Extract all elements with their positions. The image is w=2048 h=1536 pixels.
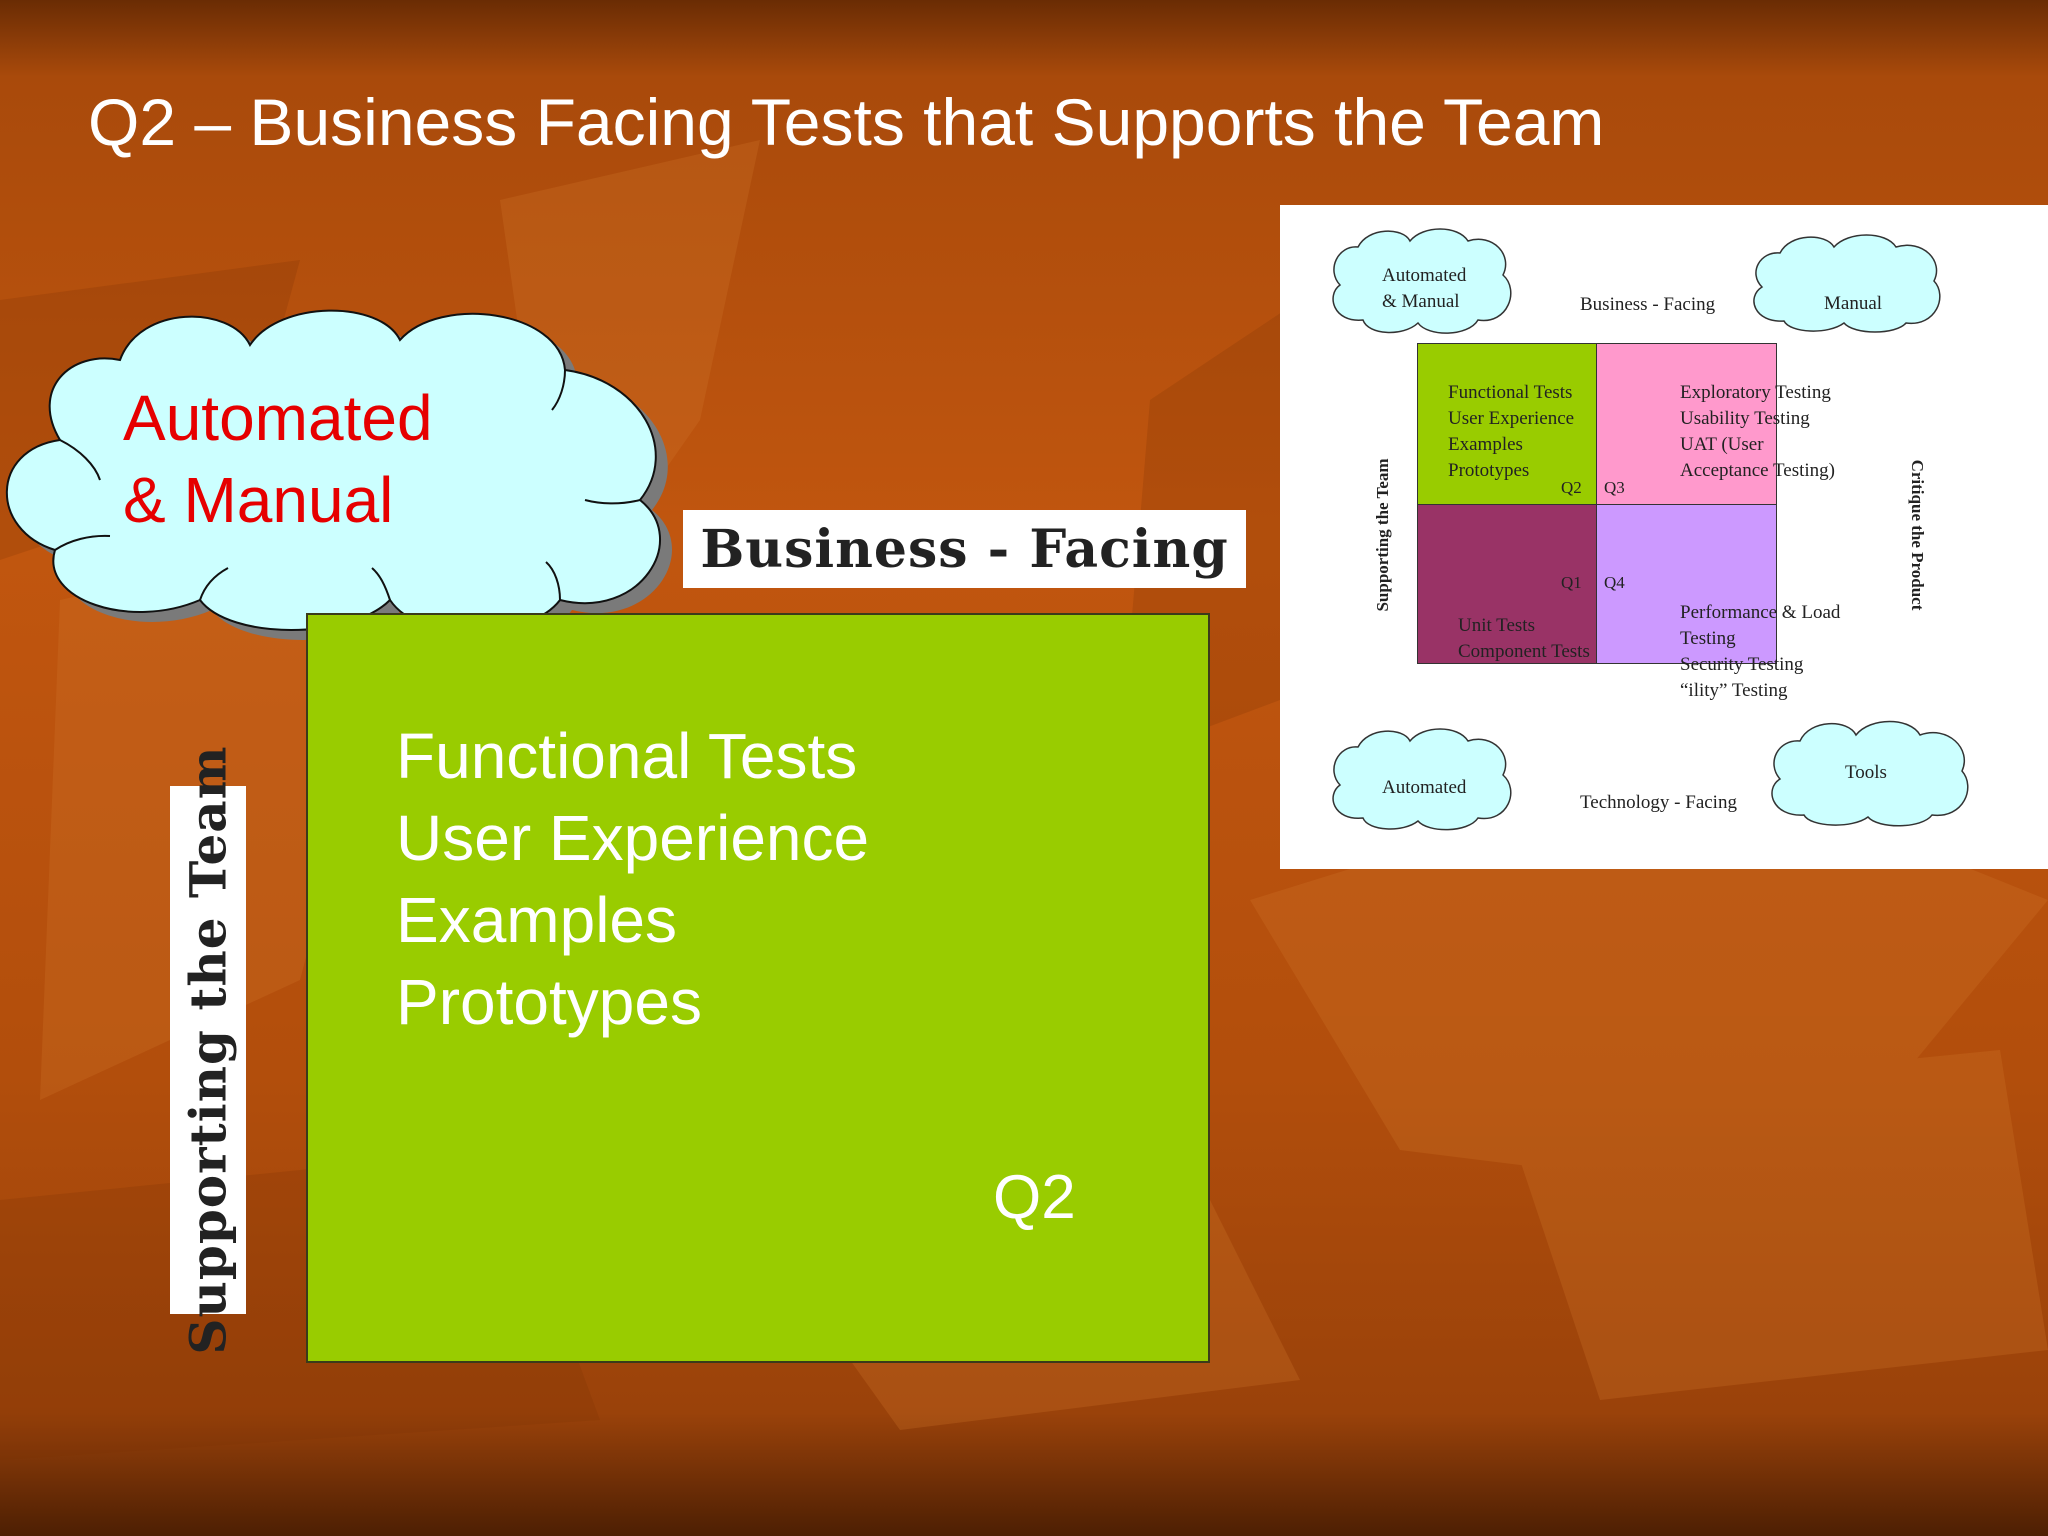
mini-q3-line: UAT (User [1680, 434, 1764, 455]
mini-q1-line: Unit Tests [1458, 615, 1535, 636]
q2-tag: Q2 [993, 1163, 1076, 1232]
mini-q4-line: Security Testing [1680, 654, 1804, 675]
mini-cloud-text-top-left: Automated & Manual [1382, 263, 1466, 315]
mini-q4-line: Performance & Load [1680, 602, 1841, 623]
mini-right-axis-label: Critique the Product [1908, 459, 1927, 611]
mini-cloud-bottom-left [1332, 728, 1512, 831]
mini-q2-line: Examples [1448, 434, 1523, 455]
mini-cloud-top-right [1753, 234, 1941, 333]
q2-quadrant-box [306, 613, 1210, 1363]
mini-q1-tag: Q1 [1561, 573, 1582, 592]
mini-cloud-text-bottom-right: Tools [1845, 762, 1887, 783]
q2-item: User Experience [396, 802, 870, 874]
mini-q2-text: Functional Tests User Experience Example… [1448, 380, 1574, 484]
mini-top-axis-label: Business - Facing [1580, 294, 1716, 315]
automated-manual-cloud [5, 309, 672, 640]
supporting-team-label: Supporting the Team [170, 745, 246, 1355]
mini-q2-line: User Experience [1448, 408, 1575, 429]
mini-cloud-bottom-right [1771, 720, 1969, 827]
mini-q2-line: Prototypes [1448, 460, 1530, 481]
mini-q4-text: Performance & Load Testing Security Test… [1680, 600, 1840, 704]
cloud-line-1: Automated [123, 382, 433, 454]
mini-cloud-line: Automated [1382, 265, 1467, 286]
mini-cloud-text-bottom-left: Automated [1382, 777, 1467, 798]
mini-q2-tag: Q2 [1561, 478, 1582, 497]
mini-q3-text: Exploratory Testing Usability Testing UA… [1680, 380, 1835, 484]
mini-q4-quadrant [1596, 504, 1777, 664]
q2-item: Examples [396, 884, 677, 956]
mini-q4-line: “ility” Testing [1680, 680, 1788, 701]
mini-q1-quadrant [1417, 504, 1597, 664]
mini-q3-line: Acceptance Testing) [1680, 460, 1835, 481]
mini-left-axis-label: Supporting the Team [1373, 458, 1392, 612]
mini-q4-line: Testing [1680, 628, 1736, 649]
mini-q3-tag: Q3 [1604, 478, 1625, 497]
mini-q1-line: Component Tests [1458, 641, 1590, 662]
mini-q4-tag: Q4 [1604, 573, 1625, 592]
mini-q1-text: Unit Tests Component Tests [1458, 613, 1590, 665]
agile-quadrants-figure: Automated & Manual Manual Automated Tool… [1280, 205, 2048, 869]
business-facing-label: Business - Facing [683, 510, 1246, 588]
mini-q2-quadrant [1417, 343, 1597, 505]
mini-cloud-text-top-right: Manual [1824, 293, 1883, 314]
mini-q3-line: Exploratory Testing [1680, 382, 1831, 403]
q2-item: Functional Tests [396, 720, 858, 792]
mini-cloud-top-left [1332, 228, 1512, 334]
mini-q2-line: Functional Tests [1448, 382, 1573, 403]
slide-title: Q2 – Business Facing Tests that Supports… [88, 85, 1605, 159]
mini-cloud-line: & Manual [1382, 291, 1460, 312]
automated-manual-label: Automated & Manual [123, 377, 433, 541]
cloud-line-2: & Manual [123, 464, 394, 536]
q2-items-list: Functional Tests User Experience Example… [396, 715, 869, 1043]
mini-q3-quadrant [1596, 343, 1777, 505]
q2-item: Prototypes [396, 966, 702, 1038]
mini-bottom-axis-label: Technology - Facing [1580, 792, 1737, 813]
mini-q3-line: Usability Testing [1680, 408, 1810, 429]
supporting-team-text: Supporting the Team [178, 745, 238, 1355]
